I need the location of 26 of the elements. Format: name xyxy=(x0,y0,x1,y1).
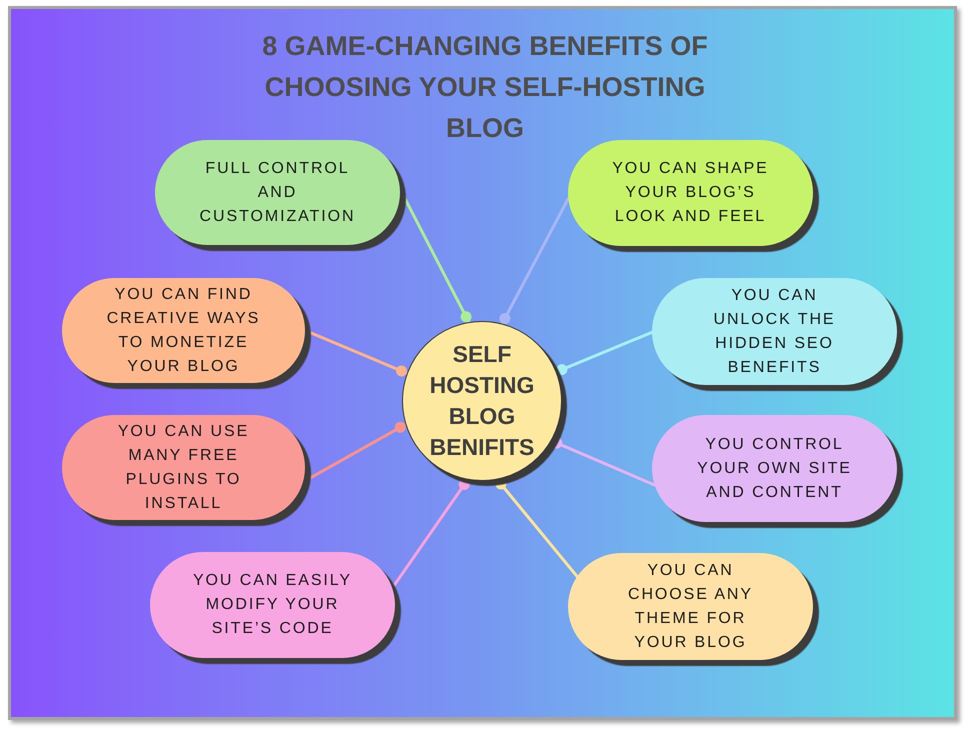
benefit-pill xyxy=(62,278,305,383)
connector-line xyxy=(499,197,570,326)
connector-line xyxy=(303,328,408,376)
center-label: SELF HOSTING BLOG BENIFITS xyxy=(428,340,536,462)
connector-line xyxy=(554,330,654,376)
title: 8 GAME-CHANGING BENEFITS OF CHOOSING YOUR SELF-HOSTING BLOG xyxy=(261,30,709,145)
benefit-label: YOU CAN FIND CREATIVE WAYS TO MONETIZE YOUR BLOG xyxy=(106,284,262,376)
benefit-label: FULL CONTROL AND CUSTOMIZATION xyxy=(198,158,356,226)
connector-line xyxy=(495,478,579,578)
connector-line xyxy=(390,478,470,590)
connector-line xyxy=(550,438,656,487)
benefit-pill xyxy=(62,415,305,520)
benefit-pill xyxy=(150,552,395,658)
benefit-label: YOU CAN CHOOSE ANY THEME FOR YOUR BLOG xyxy=(626,560,754,652)
benefit-pill xyxy=(155,140,400,245)
benefit-label: YOU CAN USE MANY FREE PLUGINS TO INSTALL xyxy=(116,422,250,514)
benefit-pill xyxy=(568,553,813,660)
benefit-label: YOU CAN SHAPE YOUR BLOG’S LOOK AND FEEL xyxy=(611,159,770,227)
benefit-pill xyxy=(652,415,897,522)
connector-line xyxy=(398,187,472,324)
benefit-pill xyxy=(568,140,813,246)
benefit-pill xyxy=(652,278,897,385)
connector-line xyxy=(301,422,407,484)
benefit-label: YOU CAN EASILY MODIFY YOUR SITE’S CODE xyxy=(192,571,354,639)
benefit-label: YOU CONTROL YOUR OWN SITE AND CONTENT xyxy=(696,434,853,502)
benefit-label: YOU CAN UNLOCK THE HIDDEN SEO BENEFITS xyxy=(712,286,837,378)
